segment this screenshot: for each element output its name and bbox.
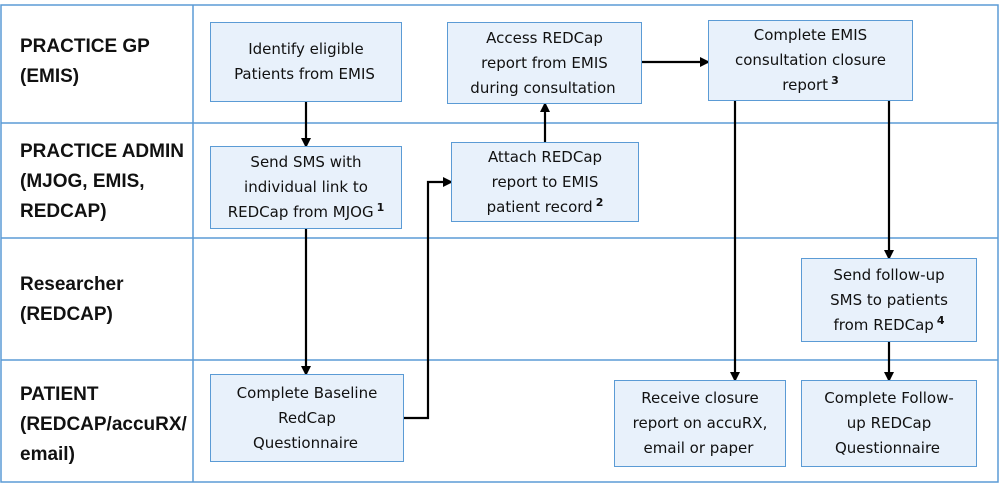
box-closure-note: 3 — [831, 74, 839, 87]
box-followup-q-text: Complete Follow- up REDCap Questionnaire — [824, 389, 954, 457]
box-attach-text: Attach REDCap report to EMIS patient rec… — [486, 147, 603, 216]
lane-label-patient: PATIENT (REDCAP/accuRX/ email) — [20, 384, 187, 465]
box-complete-emis-closure: Complete EMIS consultation closure repor… — [708, 20, 913, 101]
box-complete-follow-up-questionnaire: Complete Follow- up REDCap Questionnaire — [801, 380, 977, 467]
arrow-baseline-to-attach — [404, 177, 453, 420]
box-access-text: Access REDCap report from EMIS during co… — [470, 28, 616, 97]
lanes-frame — [0, 4, 999, 483]
box-followup-sms-text: Send follow-up SMS to patients from REDC… — [830, 265, 948, 334]
lane-label-researcher: Researcher (REDCAP) — [20, 274, 124, 325]
box-baseline-text: Complete Baseline RedCap Questionnaire — [236, 383, 378, 452]
box-attach-redcap-report: Attach REDCap report to EMIS patient rec… — [451, 142, 639, 222]
box-receive-closure-report: Receive closure report on accuRX, email … — [614, 380, 786, 467]
box-identify-text: Identify eligible Patients from EMIS — [234, 40, 375, 83]
box-closure-text: Complete EMIS consultation closure repor… — [735, 26, 886, 94]
lane-label-practice-gp: PRACTICE GP (EMIS) — [20, 36, 150, 87]
box-receive-text: Receive closure report on accuRX, email … — [632, 389, 768, 457]
box-identify-eligible-patients: Identify eligible Patients from EMIS — [210, 22, 402, 102]
box-complete-baseline: Complete Baseline RedCap Questionnaire — [210, 374, 404, 462]
box-send-sms: Send SMS with individual link to REDCap … — [210, 146, 402, 229]
box-send-follow-up-sms: Send follow-up SMS to patients from REDC… — [801, 258, 977, 342]
box-access-redcap-report: Access REDCap report from EMIS during co… — [447, 22, 642, 104]
lane-label-practice-admin: PRACTICE ADMIN (MJOG, EMIS, REDCAP) — [20, 141, 184, 222]
box-followup-sms-note: 4 — [936, 313, 945, 327]
box-send-sms-note: 1 — [376, 201, 385, 214]
box-send-sms-text: Send SMS with individual link to REDCap … — [227, 153, 374, 221]
box-attach-note: 2 — [595, 195, 604, 209]
